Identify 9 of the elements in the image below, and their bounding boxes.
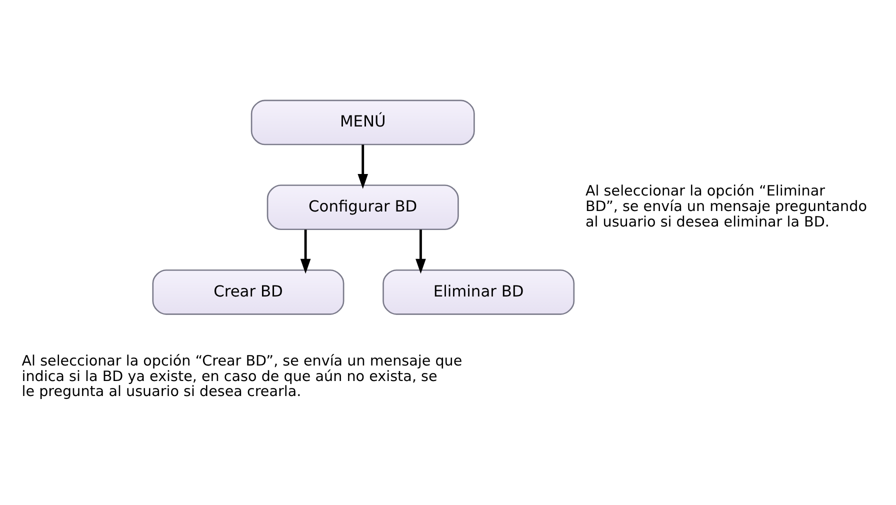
- arrow: [300, 230, 311, 274]
- node-box: Crear BD: [152, 269, 344, 315]
- node-box: Eliminar BD: [382, 269, 575, 315]
- node-box: MENÚ: [250, 100, 475, 146]
- arrow: [358, 144, 368, 189]
- label: Al seleccionar la opción “Eliminar BD”, se envía un mensaje preguntando al usuario si desea eliminar la BD.: [585, 184, 867, 230]
- arrow: [416, 230, 426, 274]
- node-box: Configurar BD: [266, 184, 459, 230]
- label: Al seleccionar la opción “Crear BD”, se envía un mensaje que indica si la BD ya existe, en caso de que aún no exista, se le pregunta al usuario si desea crearla.: [22, 353, 462, 400]
